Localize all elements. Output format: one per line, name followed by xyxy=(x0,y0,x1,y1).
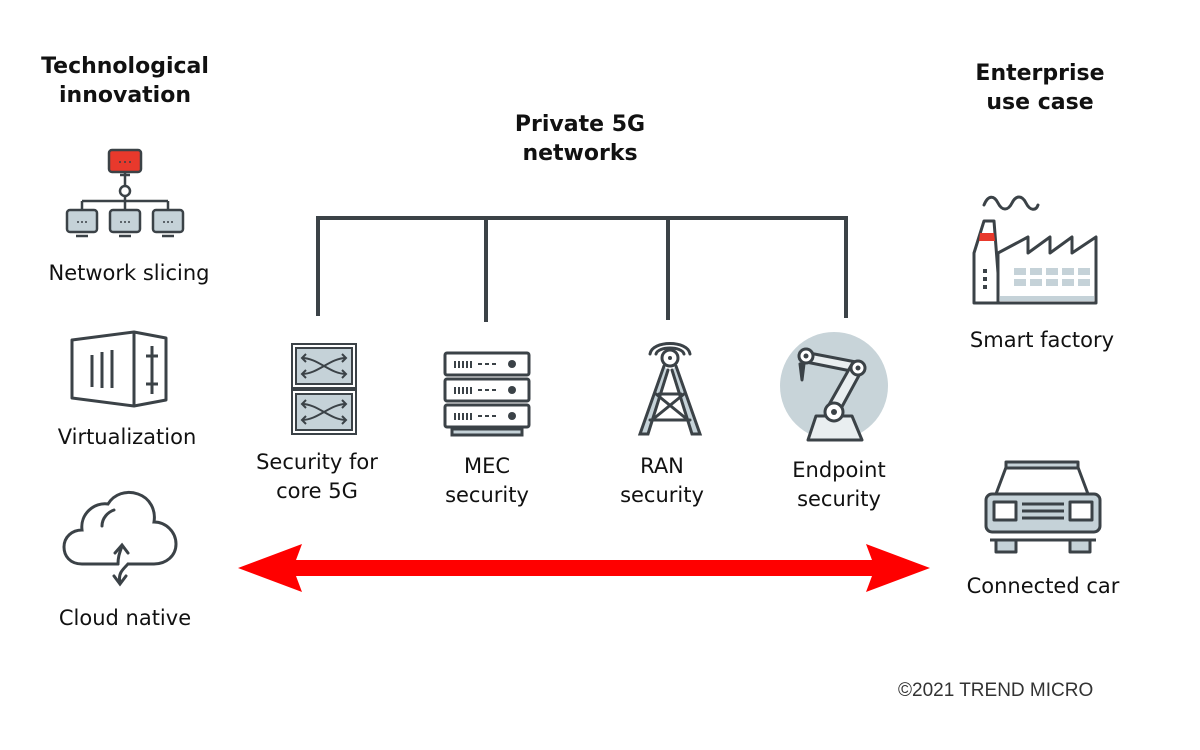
center-heading-line1: Private 5G xyxy=(514,112,646,137)
right-column-heading: Enterprise use case xyxy=(935,59,1145,117)
virtualization-label: Virtualization xyxy=(57,425,197,449)
double-arrow-shape xyxy=(238,544,930,592)
ran-label-line2: security xyxy=(620,483,704,507)
double-arrow xyxy=(238,544,930,592)
left-heading-line1: Technological xyxy=(41,54,209,79)
copyright: ©2021 TREND MICRO xyxy=(898,680,1094,701)
cloud-native-label: Cloud native xyxy=(58,606,192,630)
robot-arm-icon xyxy=(780,332,888,442)
endpoint-label: Endpoint security xyxy=(764,456,914,514)
mec-label-line1: MEC xyxy=(463,454,511,478)
mec-label: MEC security xyxy=(412,452,562,510)
smart-factory-label: Smart factory xyxy=(969,328,1115,352)
switch-icon xyxy=(291,343,357,435)
mec-label-line2: security xyxy=(445,483,529,507)
center-heading-line2: networks xyxy=(522,141,638,166)
car-icon xyxy=(984,460,1102,554)
center-heading: Private 5G networks xyxy=(470,110,690,168)
left-column-heading: Technological innovation xyxy=(20,52,230,110)
container-icon xyxy=(70,330,168,408)
endpoint-label-line1: Endpoint xyxy=(792,458,886,482)
core-5g-label-line2: core 5G xyxy=(276,479,358,503)
core-5g-label-line1: Security for xyxy=(256,450,378,474)
left-heading-line2: innovation xyxy=(59,83,191,108)
connected-car-label: Connected car xyxy=(966,574,1120,598)
right-heading-line2: use case xyxy=(986,90,1094,115)
factory-icon xyxy=(972,195,1098,305)
core-5g-label: Security for core 5G xyxy=(232,448,402,506)
endpoint-label-line2: security xyxy=(797,487,881,511)
network-slicing-label: Network slicing xyxy=(48,261,210,285)
cloud-icon xyxy=(62,490,178,587)
right-heading-line1: Enterprise xyxy=(975,61,1105,86)
network-slicing-icon xyxy=(65,148,185,238)
server-rack-icon xyxy=(443,351,531,437)
ran-label-line1: RAN xyxy=(640,454,684,478)
ran-label: RAN security xyxy=(592,452,732,510)
cell-tower-icon xyxy=(637,342,703,436)
